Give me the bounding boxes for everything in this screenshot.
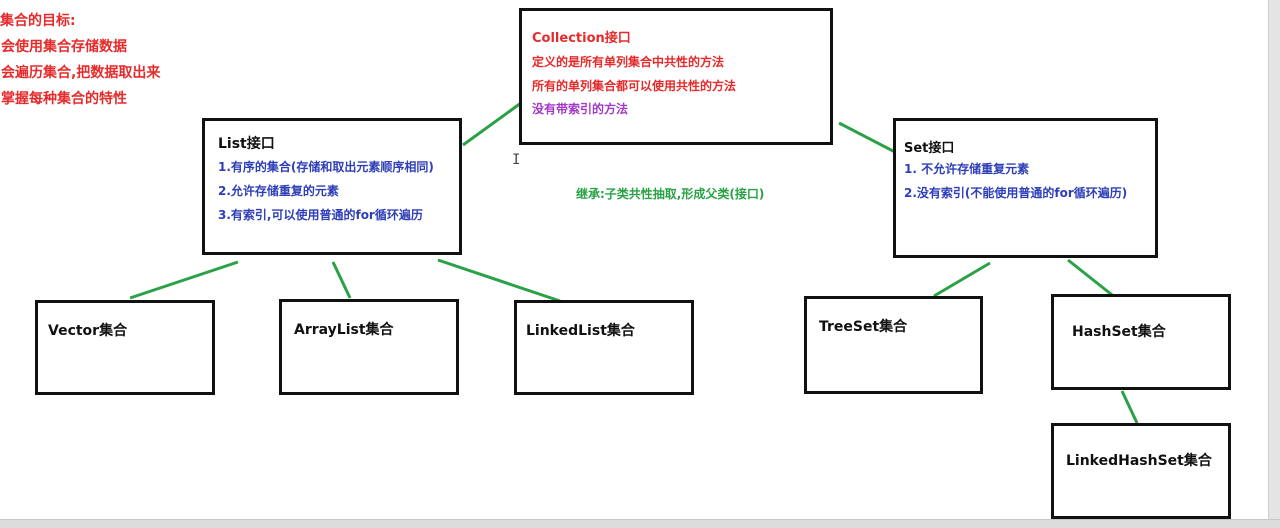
collection-title: Collection接口: [532, 31, 631, 46]
vector-label: Vector集合: [48, 323, 128, 339]
connector-collection-list: [462, 101, 522, 147]
linkedlist-box: LinkedList集合: [514, 300, 694, 395]
set-line-1: 1. 不允许存储重复元素: [904, 162, 1030, 176]
set-line-2: 2.没有索引(不能使用普通的for循环遍历): [904, 186, 1128, 200]
collection-line-1: 定义的是所有单列集合中共性的方法: [532, 55, 725, 69]
goal-item-1: 1.会使用集合存储数据: [0, 39, 128, 55]
hashset-box: HashSet集合: [1051, 294, 1231, 390]
window-right-edge: [1268, 0, 1280, 527]
list-interface-box: List接口 1.有序的集合(存储和取出元素顺序相同) 2.允许存储重复的元素 …: [202, 118, 462, 255]
text-cursor-icon: I: [512, 152, 521, 168]
linkedlist-label: LinkedList集合: [526, 323, 635, 339]
connector-list-vector: [129, 260, 239, 300]
connector-collection-set: [838, 121, 896, 154]
goal-item-3: 3.掌握每种集合的特性: [0, 91, 128, 107]
set-title: Set接口: [904, 141, 955, 156]
list-line-2: 2.允许存储重复的元素: [218, 184, 339, 198]
list-title: List接口: [218, 136, 275, 152]
collection-line-3: 没有带索引的方法: [532, 102, 629, 116]
arraylist-box: ArrayList集合: [279, 299, 459, 395]
connector-hashset-linkedhashset: [1120, 390, 1139, 424]
goal-item-2: 2.会遍历集合,把数据取出来: [0, 65, 161, 81]
goals-heading: 学习集合的目标:: [0, 13, 76, 29]
treeset-box: TreeSet集合: [804, 296, 983, 394]
list-line-3: 3.有索引,可以使用普通的for循环遍历: [218, 208, 423, 222]
collection-interface-box: Collection接口 定义的是所有单列集合中共性的方法 所有的单列集合都可以…: [519, 8, 833, 145]
connector-list-arraylist: [331, 261, 352, 299]
set-interface-box: Set接口 1. 不允许存储重复元素 2.没有索引(不能使用普通的for循环遍历…: [893, 118, 1158, 258]
collection-line-2: 所有的单列集合都可以使用共性的方法: [532, 79, 737, 93]
treeset-label: TreeSet集合: [819, 319, 908, 335]
arraylist-label: ArrayList集合: [294, 322, 394, 338]
vector-box: Vector集合: [35, 300, 215, 395]
connector-list-linkedlist: [437, 258, 561, 303]
inheritance-note: 继承:子类共性抽取,形成父类(接口): [576, 187, 765, 201]
connector-set-treeset: [933, 261, 991, 298]
linkedhashset-label: LinkedHashSet集合: [1066, 453, 1212, 469]
hashset-label: HashSet集合: [1072, 324, 1166, 340]
list-line-1: 1.有序的集合(存储和取出元素顺序相同): [218, 160, 434, 174]
linkedhashset-box: LinkedHashSet集合: [1051, 423, 1231, 519]
window-bottom-edge: [0, 519, 1280, 528]
